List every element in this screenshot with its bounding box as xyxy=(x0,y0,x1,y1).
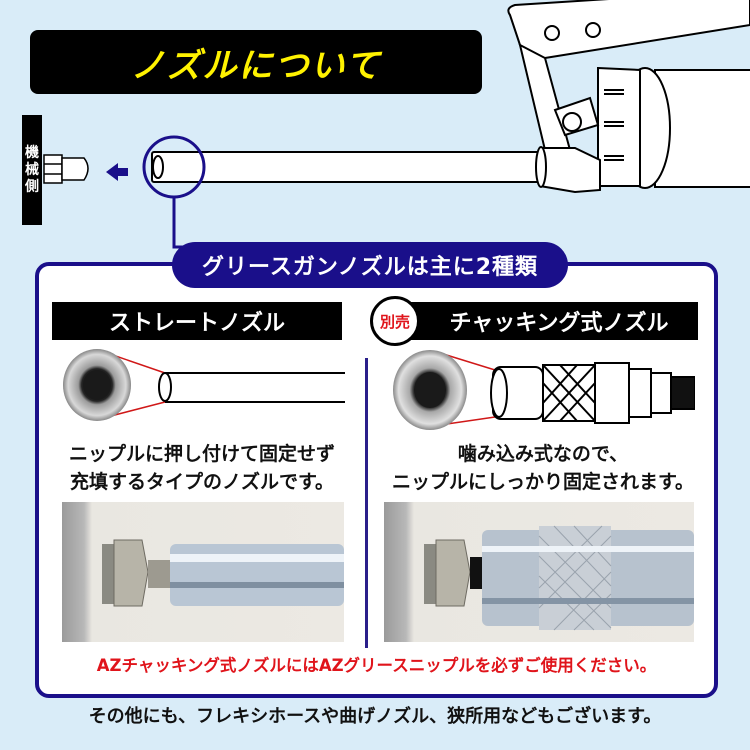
straight-nozzle-header: ストレートノズル xyxy=(52,302,342,340)
grease-nipple-icon xyxy=(43,154,89,184)
description-line: 噛み込み式なので、 xyxy=(457,443,629,465)
badge-label: 別売 xyxy=(379,312,410,331)
straight-nozzle-title: ストレートノズル xyxy=(108,311,285,336)
chucking-nozzle-illustration xyxy=(393,350,695,430)
arrow-left-icon xyxy=(106,163,128,181)
machine-side-label: 機 械 側 xyxy=(22,115,42,225)
subtitle-pill: グリースガンノズルは主に2種類 xyxy=(172,242,568,288)
chucking-nozzle-photo xyxy=(384,502,694,642)
subtitle: グリースガンノズルは主に2種類 xyxy=(201,255,539,280)
title-banner: ノズルについて xyxy=(30,30,482,94)
page-title: ノズルについて xyxy=(130,45,382,86)
column-divider xyxy=(365,358,368,648)
description-line: 充填するタイプのノズルです。 xyxy=(69,471,335,493)
machine-label-char: 械 xyxy=(25,161,39,178)
machine-label-char: 機 xyxy=(25,144,39,161)
machine-label-char: 側 xyxy=(25,178,39,195)
sold-separately-badge: 別売 xyxy=(370,296,420,346)
footer-note: その他にも、フレキシホースや曲げノズル、狭所用などもございます。 xyxy=(88,706,662,727)
description-line: ニップルに押し付けて固定せず xyxy=(68,443,335,465)
straight-nozzle-photo xyxy=(62,502,344,642)
grease-gun-illustration xyxy=(43,0,750,249)
compatibility-warning: AZチャッキング式ノズルにはAZグリースニップルを必ずご使用ください。 xyxy=(96,656,657,675)
straight-nozzle-illustration xyxy=(63,349,345,421)
straight-nozzle-description: ニップルに押し付けて固定せず 充填するタイプのノズルです。 xyxy=(52,440,352,496)
description-line: ニップルにしっかり固定されます。 xyxy=(391,471,695,493)
chucking-nozzle-description: 噛み込み式なので、 ニップルにしっかり固定されます。 xyxy=(378,440,708,496)
chucking-nozzle-title: チャッキング式ノズル xyxy=(449,311,669,336)
chucking-nozzle-header: チャッキング式ノズル xyxy=(390,302,698,340)
